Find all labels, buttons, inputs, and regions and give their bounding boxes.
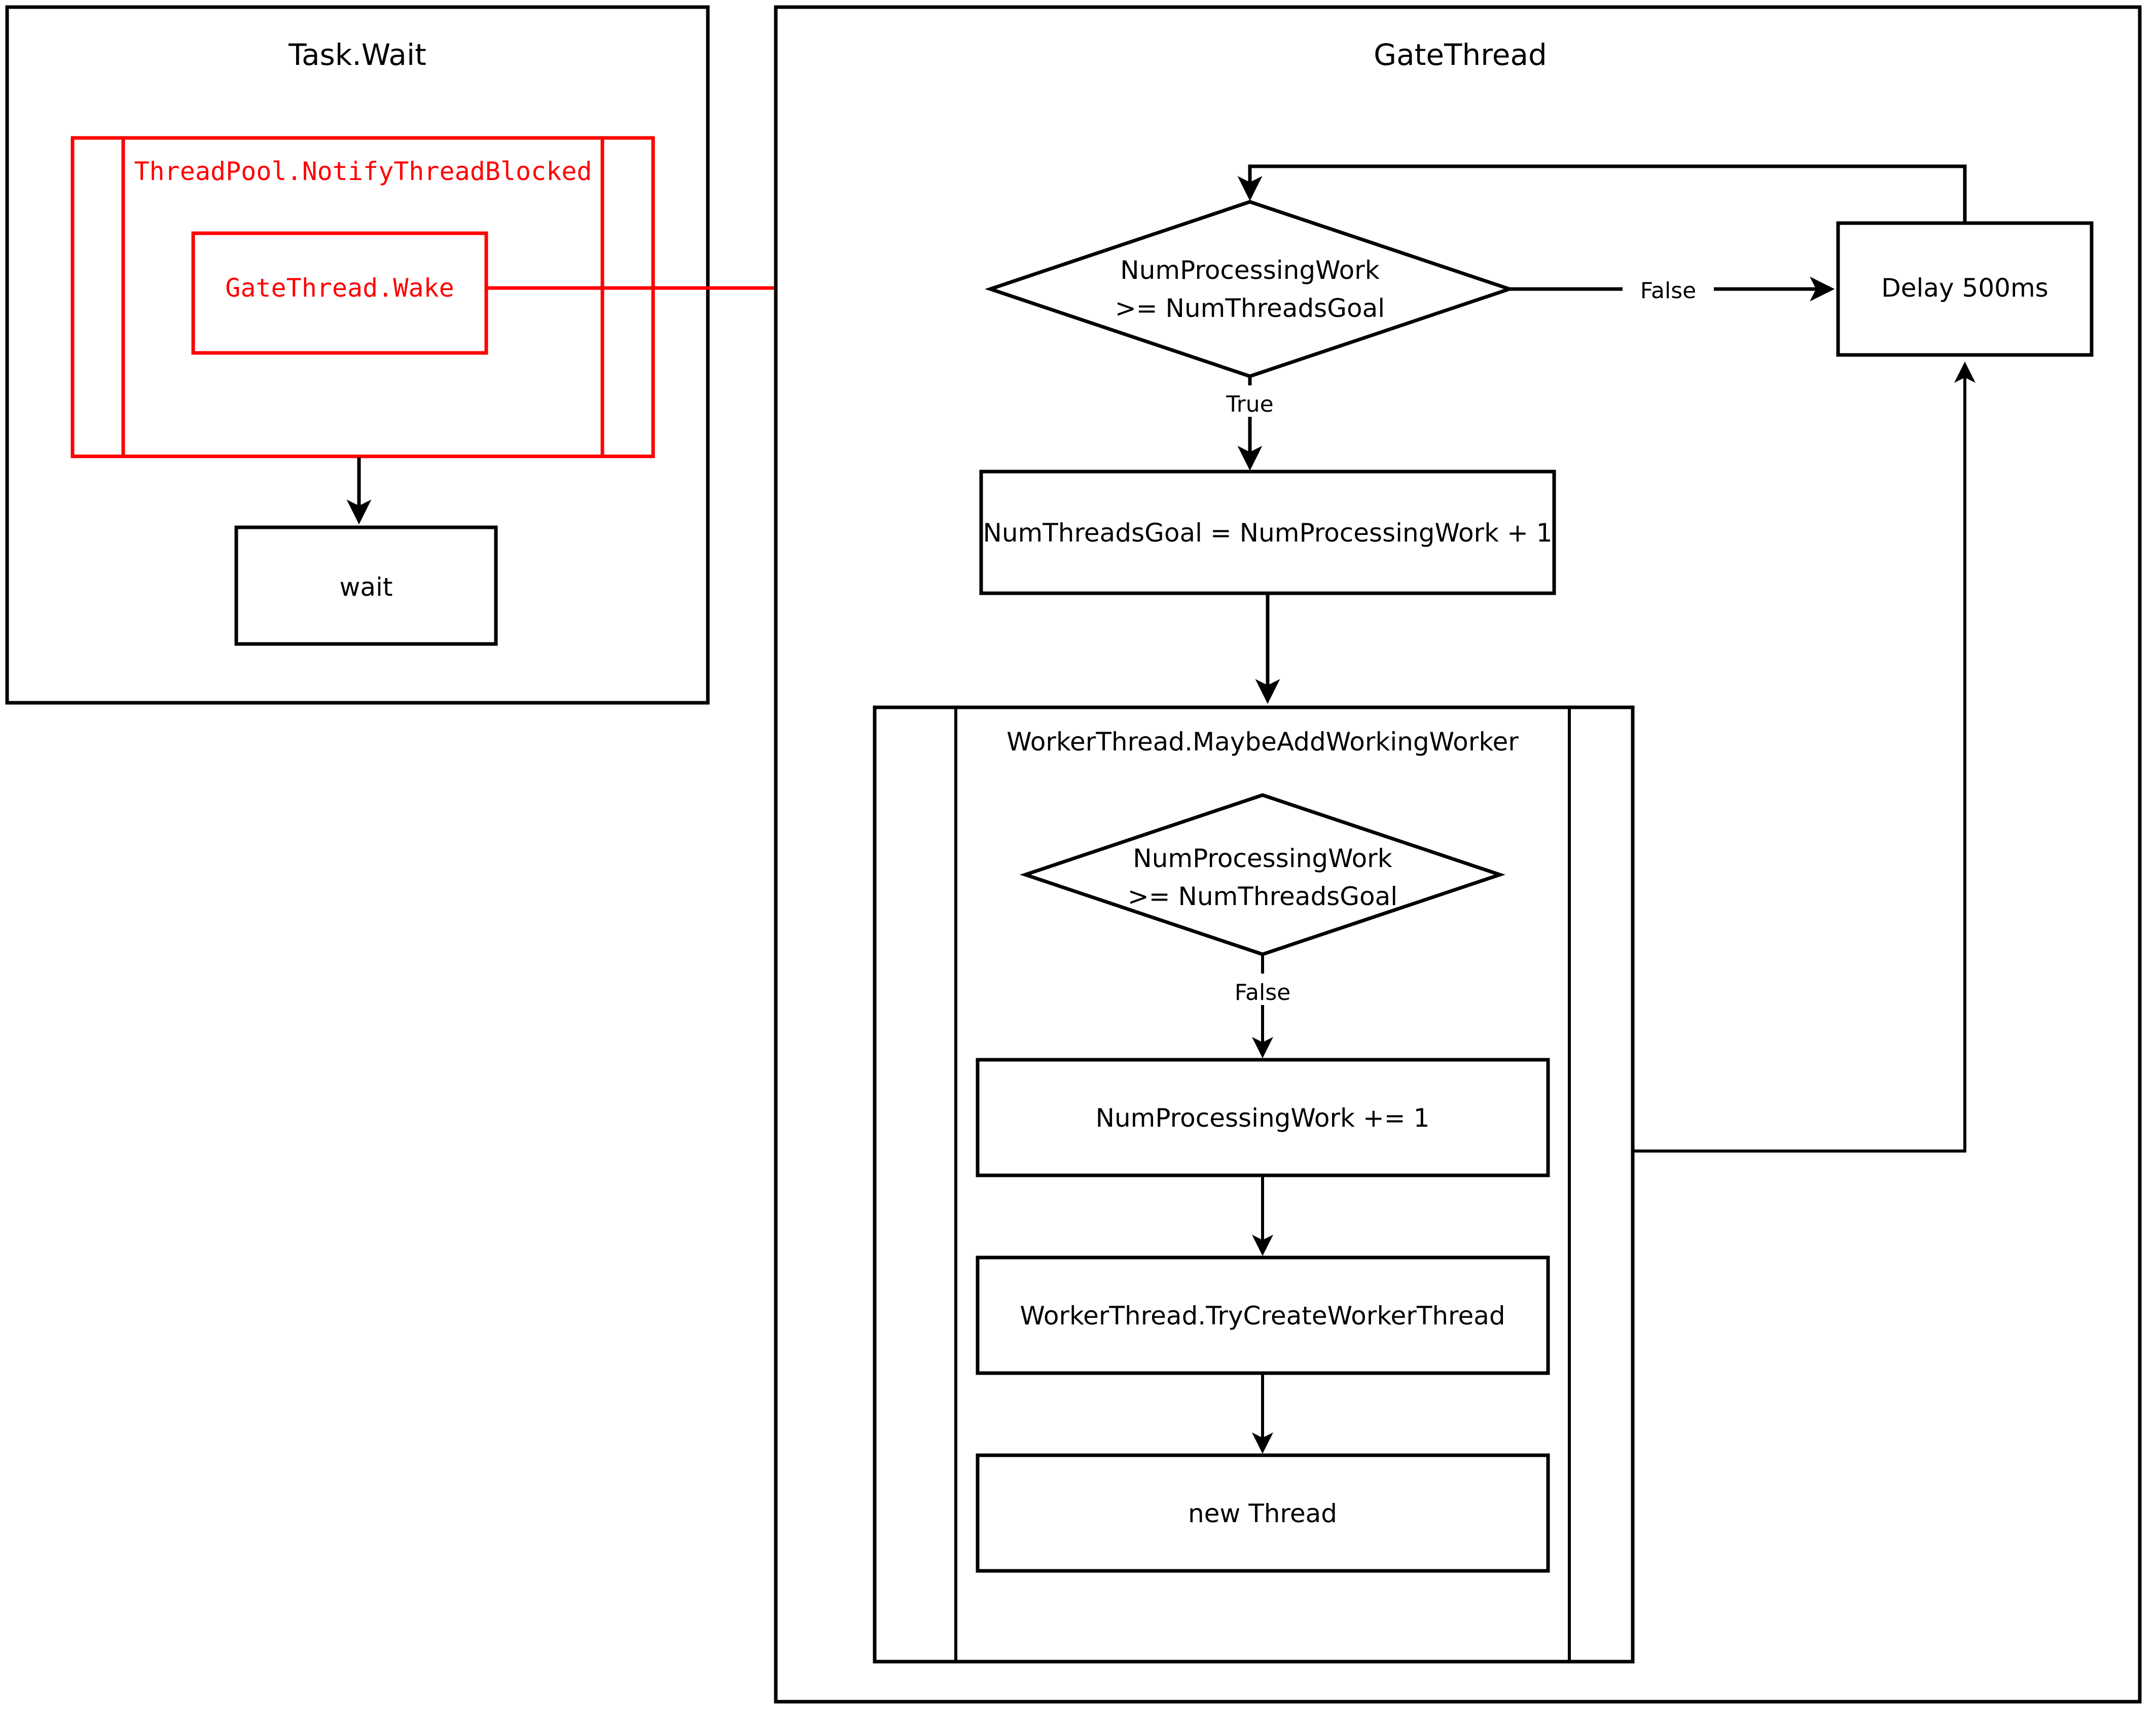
edge-true-top-label: True xyxy=(1226,391,1273,417)
wait-box xyxy=(234,525,498,646)
increment-box xyxy=(976,1058,1550,1177)
task-wait-title: Task.Wait xyxy=(288,38,426,72)
true-label-backdrop xyxy=(1212,385,1288,417)
edge-false-top-label: False xyxy=(1640,278,1696,304)
delay-label: Delay 500ms xyxy=(1881,273,2048,303)
gatethread-wake-box xyxy=(191,231,488,355)
new-thread-box xyxy=(976,1453,1550,1573)
try-create-worker-thread-label: WorkerThread.TryCreateWorkerThread xyxy=(1020,1301,1505,1331)
decision-top-line1: NumProcessingWork xyxy=(1120,256,1379,285)
decision-inner-line1: NumProcessingWork xyxy=(1133,844,1392,873)
task-wait-panel: Task.Wait ThreadPool.NotifyThreadBlocked… xyxy=(5,5,998,705)
gatethread-wake-label: GateThread.Wake xyxy=(225,273,454,303)
gatethread-wake-group[interactable]: GateThread.Wake xyxy=(191,231,488,355)
notify-thread-blocked-box xyxy=(70,136,655,458)
notify-thread-blocked-group[interactable]: ThreadPool.NotifyThreadBlocked xyxy=(70,136,655,458)
delay-box xyxy=(1836,221,2094,357)
try-create-worker-thread-node[interactable]: WorkerThread.TryCreateWorkerThread xyxy=(976,1255,1550,1375)
new-thread-label: new Thread xyxy=(1188,1499,1337,1528)
wait-label: wait xyxy=(339,572,392,602)
decision-top-line2: >= NumThreadsGoal xyxy=(1115,294,1385,323)
gatethread-title: GateThread xyxy=(1374,38,1547,72)
maybe-add-working-worker-label: WorkerThread.MaybeAddWorkingWorker xyxy=(1007,727,1519,757)
new-thread-node[interactable]: new Thread xyxy=(976,1453,1550,1573)
wait-node[interactable]: wait xyxy=(234,525,498,646)
increment-node[interactable]: NumProcessingWork += 1 xyxy=(976,1058,1550,1177)
decision-num-processing-work-inner[interactable]: NumProcessingWork >= NumThreadsGoal xyxy=(1019,793,1506,956)
edge-subgroup-loopback-to-delay xyxy=(1634,362,1975,1153)
edge-delay-loopback-to-decision xyxy=(1237,164,1967,223)
assign-label: NumThreadsGoal = NumProcessingWork + 1 xyxy=(983,518,1552,548)
delay-node[interactable]: Delay 500ms xyxy=(1836,221,2094,357)
false-inner-label-backdrop xyxy=(1225,974,1303,1005)
decision-inner-line2: >= NumThreadsGoal xyxy=(1128,882,1397,911)
assign-box xyxy=(979,470,1556,595)
notify-thread-blocked-label: ThreadPool.NotifyThreadBlocked xyxy=(134,157,592,186)
increment-label: NumProcessingWork += 1 xyxy=(1096,1103,1430,1133)
assign-numthreadsgoal-node[interactable]: NumThreadsGoal = NumProcessingWork + 1 xyxy=(979,470,1556,595)
edge-false-inner-label: False xyxy=(1235,980,1290,1005)
gatethread-panel: GateThread NumProcessingWork >= NumThrea… xyxy=(774,5,2142,1704)
decision-num-processing-work-top[interactable]: NumProcessingWork >= NumThreadsGoal xyxy=(985,200,1515,378)
false-label-backdrop xyxy=(1623,274,1714,305)
